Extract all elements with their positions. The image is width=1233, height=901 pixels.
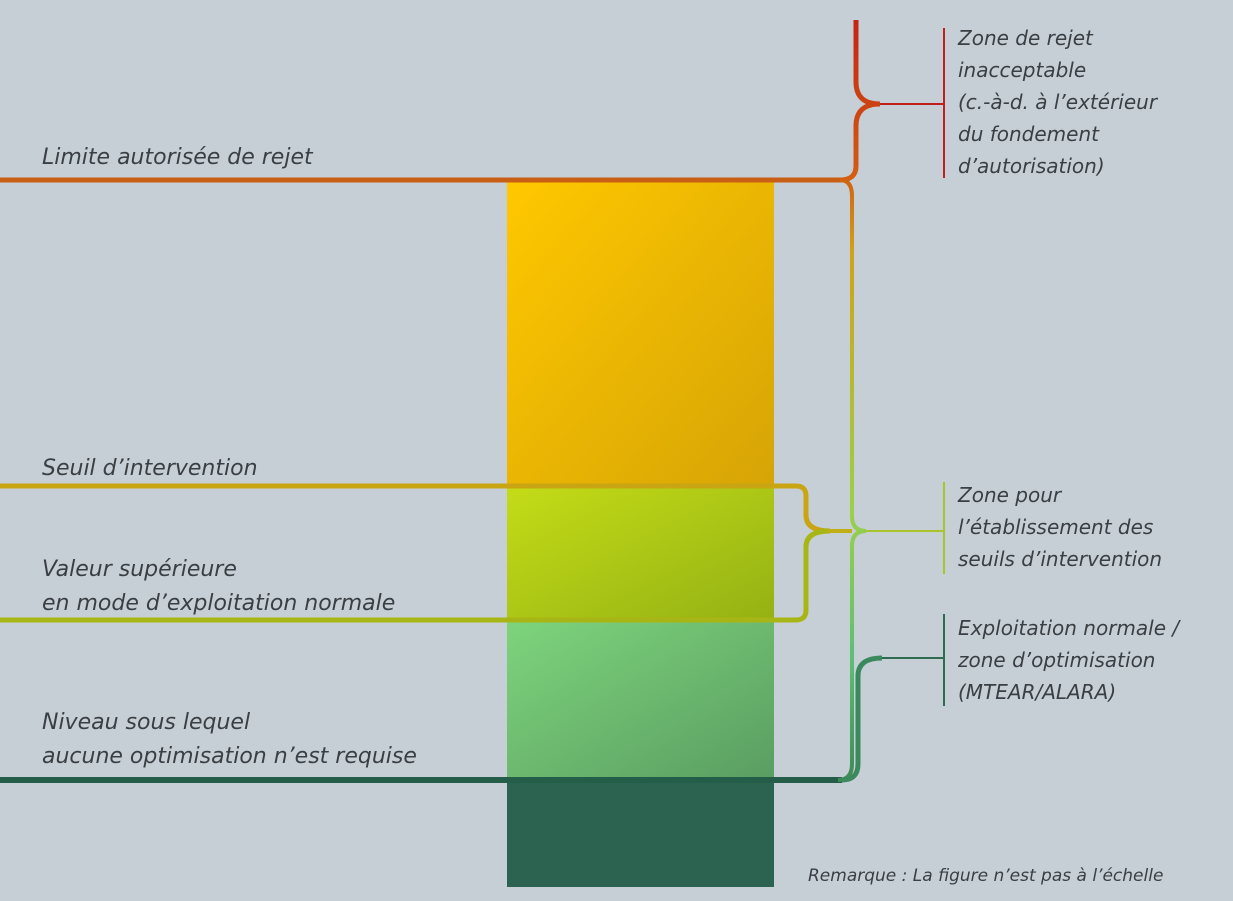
label-limit: Limite autorisée de rejet (42, 145, 313, 170)
band-lime (507, 486, 774, 620)
zone-unacceptable-line: du fondement (958, 122, 1099, 146)
lower-brace (841, 655, 883, 783)
label-zone-unacceptable: Zone de rejet inacceptable (c.-à-d. à l’… (958, 22, 1157, 182)
zone-optimisation-line: (MTEAR/ALARA) (958, 680, 1117, 704)
label-upper-value-line2: en mode d’exploitation normale (42, 591, 396, 616)
upper-line-bracket (0, 528, 831, 623)
top-brace (839, 20, 881, 183)
band-yellow (507, 180, 774, 486)
zone-optimisation-line: Exploitation normale / (958, 616, 1180, 640)
zone-unacceptable-line: d’autorisation) (958, 154, 1105, 178)
label-no-opt-line2: aucune optimisation n’est requise (42, 744, 417, 769)
zone-unacceptable-line: (c.-à-d. à l’extérieur (958, 90, 1158, 114)
big-brace (837, 178, 867, 782)
band-dark-green (507, 778, 774, 887)
zone-thresholds-line: Zone pour (958, 483, 1062, 507)
label-no-optimisation: Niveau sous lequel aucune optimisation n… (42, 706, 417, 774)
label-zone-thresholds: Zone pour l’établissement des seuils d’i… (958, 479, 1162, 575)
zone-unacceptable-line: Zone de rejet (958, 26, 1093, 50)
band-light-green (507, 620, 774, 778)
scale-note: Remarque : La figure n’est pas à l’échel… (808, 866, 1164, 886)
label-upper-value-line1: Valeur supérieure (42, 557, 237, 582)
label-zone-optimisation: Exploitation normale / zone d’optimisati… (958, 612, 1179, 708)
label-no-opt-line1: Niveau sous lequel (42, 710, 251, 735)
zone-thresholds-line: l’établissement des (958, 515, 1154, 539)
action-line-bracket (0, 483, 831, 534)
zone-optimisation-line: zone d’optimisation (958, 648, 1156, 672)
zone-thresholds-line: seuils d’intervention (958, 547, 1163, 571)
label-action-threshold: Seuil d’intervention (42, 456, 258, 481)
label-upper-value: Valeur supérieure en mode d’exploitation… (42, 550, 395, 624)
zone-unacceptable-line: inacceptable (958, 58, 1087, 82)
